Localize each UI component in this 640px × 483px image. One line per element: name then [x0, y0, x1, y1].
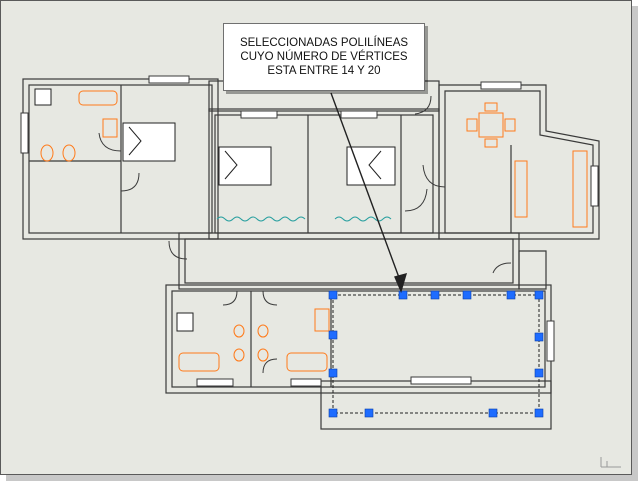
bed-fold	[368, 150, 382, 180]
grip[interactable]	[328, 330, 338, 340]
toilet	[257, 324, 269, 338]
door-swing	[404, 188, 428, 212]
grip[interactable]	[430, 290, 440, 300]
bed	[346, 146, 396, 186]
sink	[102, 118, 118, 138]
annotation-line-3: ESTA ENTRE 14 Y 20	[267, 65, 381, 77]
bathtub	[78, 90, 118, 106]
grip[interactable]	[328, 408, 338, 418]
toilet	[233, 324, 245, 338]
door-swing	[120, 172, 140, 192]
callout-arrow-line	[330, 92, 402, 284]
window	[148, 75, 190, 84]
door-swing	[492, 262, 512, 274]
hall-wall	[178, 232, 520, 290]
chair	[484, 138, 498, 148]
chair	[504, 118, 516, 132]
bath-block-inner	[171, 290, 546, 388]
window	[340, 110, 378, 119]
sink-fixture	[176, 312, 194, 332]
shower-tray	[34, 88, 52, 106]
grip[interactable]	[462, 290, 472, 300]
bed-fold	[128, 126, 142, 156]
door-swing	[422, 164, 446, 188]
door-swing	[262, 358, 278, 374]
grip[interactable]	[534, 408, 544, 418]
selected-polyline[interactable]	[332, 294, 540, 414]
bidet	[257, 348, 269, 362]
door-swing	[414, 95, 432, 115]
annotation-line-1: SELECCIONADAS POLILÍNEAS	[239, 37, 409, 49]
hall-ext-wall	[518, 250, 547, 290]
bathtub	[178, 352, 220, 372]
grip[interactable]	[506, 290, 516, 300]
kitchen-inner-wall	[444, 90, 594, 234]
hall-inner-wall	[184, 238, 514, 284]
door-swing	[262, 290, 278, 306]
chair	[484, 102, 498, 112]
annotation-line-2: CUYO NÚMERO DE VÉRTICES	[240, 51, 408, 63]
bed	[218, 146, 272, 186]
grip[interactable]	[534, 332, 544, 342]
ucs-icon	[600, 457, 621, 468]
window	[240, 110, 278, 119]
drawing-viewport[interactable]: SELECCIONADAS POLILÍNEAS CUYO NÚMERO DE …	[0, 0, 632, 475]
bidet	[40, 144, 54, 162]
grip[interactable]	[398, 290, 408, 300]
annex-wall	[320, 380, 552, 430]
window	[590, 165, 599, 207]
grip[interactable]	[328, 368, 338, 378]
bidet	[233, 348, 245, 362]
sink	[314, 308, 330, 332]
window	[410, 376, 472, 385]
chair	[466, 118, 478, 132]
window	[196, 378, 234, 387]
window	[20, 112, 29, 154]
kitchen-wall	[438, 84, 600, 240]
annotation-callout: SELECCIONADAS POLILÍNEAS CUYO NÚMERO DE …	[223, 23, 425, 91]
grip[interactable]	[488, 408, 498, 418]
kitchen-counter	[514, 160, 528, 218]
door-swing	[98, 132, 122, 152]
toilet	[62, 144, 76, 162]
window	[480, 81, 522, 90]
dining-table	[478, 112, 504, 138]
bed	[122, 122, 176, 162]
callout-arrowhead	[394, 272, 408, 294]
wardrobe-curtain	[334, 216, 392, 222]
grip[interactable]	[534, 368, 544, 378]
kitchen-cabinet	[572, 150, 588, 228]
grip[interactable]	[534, 290, 544, 300]
door-swing	[168, 240, 188, 260]
left-wing-wall	[22, 78, 219, 240]
window	[290, 378, 322, 387]
grip[interactable]	[328, 290, 338, 300]
bath-block-wall	[165, 284, 552, 394]
wardrobe-curtain	[216, 216, 306, 222]
floor-plan[interactable]	[1, 1, 633, 476]
bed-fold	[224, 150, 238, 180]
bathtub	[286, 352, 328, 372]
door-swing	[222, 290, 238, 306]
grip[interactable]	[364, 408, 374, 418]
window	[546, 320, 555, 362]
